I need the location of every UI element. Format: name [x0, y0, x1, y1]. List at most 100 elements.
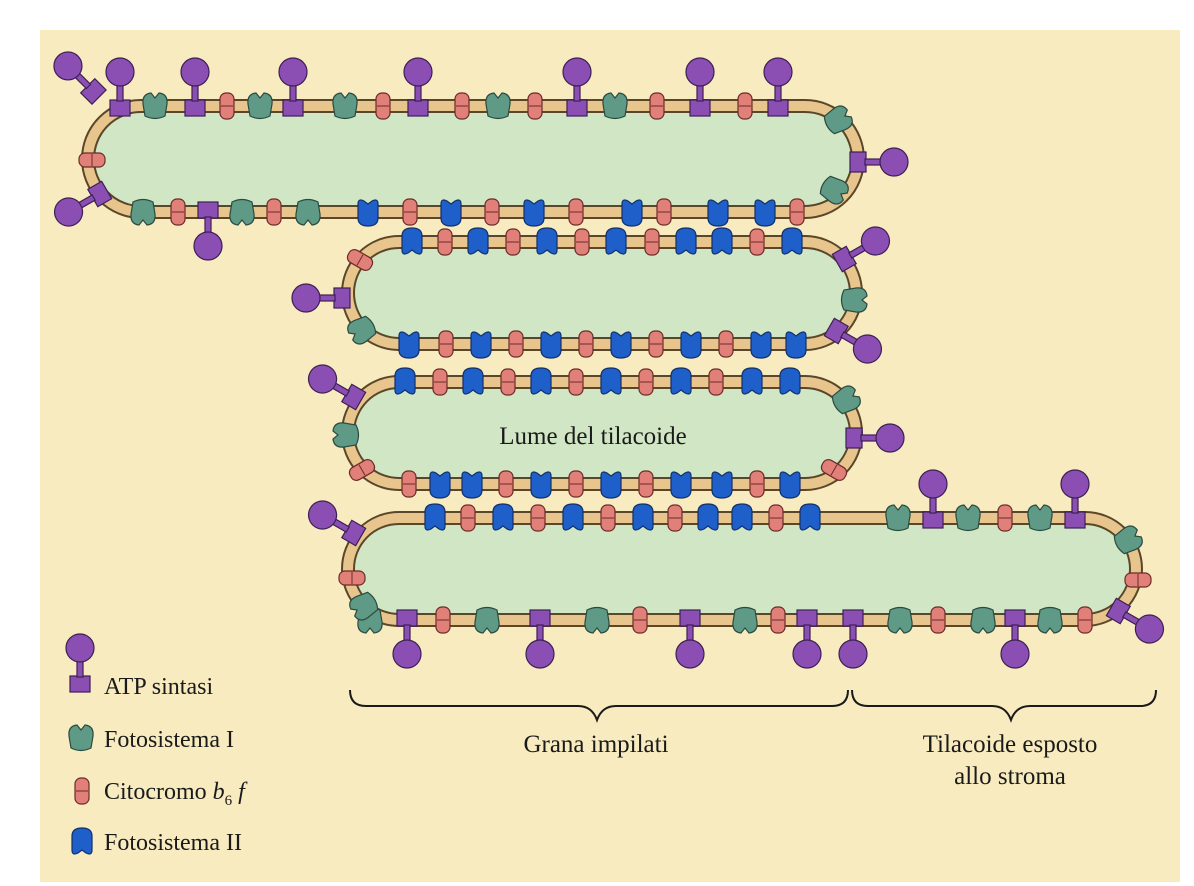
atp-synthase-icon — [526, 610, 554, 668]
photosystem-1-icon — [230, 200, 254, 226]
cytochrome-icon — [657, 199, 671, 225]
photosystem-2-icon — [708, 200, 728, 226]
cytochrome-icon — [402, 471, 416, 497]
photosystem-1-icon — [143, 93, 167, 119]
photosystem-2-icon — [468, 228, 488, 254]
photosystem-2-icon — [633, 504, 653, 530]
atp-synthase-icon — [686, 58, 714, 116]
photosystem-2-icon — [676, 228, 696, 254]
thylakoid-4-membrane — [348, 518, 1136, 620]
photosystem-2-icon — [671, 472, 691, 498]
legend: ATP sintasi Fotosistema I Citocromo b6 f… — [66, 634, 248, 856]
photosystem-1-icon — [486, 93, 510, 119]
atp-synthase-icon — [279, 58, 307, 116]
atp-synthase-icon — [303, 360, 367, 413]
photosystem-2-icon — [430, 472, 450, 498]
photosystem-2-icon — [800, 504, 820, 530]
photosystem-2-icon — [698, 504, 718, 530]
atp-synthase-icon — [846, 424, 904, 452]
atp-synthase-icon — [194, 202, 222, 260]
cytochrome-icon — [579, 331, 593, 357]
cytochrome-icon — [575, 229, 589, 255]
photosystem-1-icon — [585, 608, 609, 634]
legend-cytochrome-icon — [75, 778, 89, 804]
legend-ps2-label: Fotosistema II — [104, 830, 242, 856]
cytochrome-icon — [750, 471, 764, 497]
thylakoid-1-membrane — [88, 106, 858, 212]
photosystem-2-icon — [425, 504, 445, 530]
cytochrome-icon — [639, 369, 653, 395]
photosystem-2-icon — [712, 228, 732, 254]
cytochrome-icon — [998, 505, 1012, 531]
cytochrome-icon — [433, 369, 447, 395]
cytochrome-icon — [531, 505, 545, 531]
photosystem-2-icon — [606, 228, 626, 254]
cytochrome-icon — [499, 471, 513, 497]
cytochrome-icon — [171, 199, 185, 225]
atp-synthase-icon — [563, 58, 591, 116]
photosystem-2-icon — [622, 200, 642, 226]
photosystem-1-icon — [248, 93, 272, 119]
photosystem-2-icon — [782, 228, 802, 254]
stroma-label-line1: Tilacoide esposto — [923, 731, 1098, 758]
cytochrome-icon — [403, 199, 417, 225]
lumen-label: Lume del tilacoide — [499, 423, 686, 450]
photosystem-1-icon — [956, 505, 980, 531]
cytochrome-icon — [645, 229, 659, 255]
photosystem-2-icon — [712, 472, 732, 498]
cytochrome-icon — [790, 199, 804, 225]
photosystem-2-icon — [541, 332, 561, 358]
photosystem-2-icon — [471, 332, 491, 358]
photosystem-1-icon — [296, 200, 320, 226]
cytochrome-icon — [769, 505, 783, 531]
atp-synthase-icon — [1001, 610, 1029, 668]
cytochrome-icon — [79, 153, 105, 167]
photosystem-1-icon — [733, 608, 757, 634]
photosystem-2-icon — [742, 368, 762, 394]
photosystem-2-icon — [732, 504, 752, 530]
cytochrome-icon — [1125, 573, 1151, 587]
photosystem-1-icon — [333, 93, 357, 119]
photosystem-2-icon — [681, 332, 701, 358]
cytochrome-icon — [709, 369, 723, 395]
cytochrome-icon — [376, 93, 390, 119]
cytochrome-icon — [639, 471, 653, 497]
photosystem-1-icon — [333, 423, 359, 447]
cytochrome-icon — [438, 229, 452, 255]
legend-cyt-f: f — [232, 779, 248, 805]
atp-synthase-icon — [181, 58, 209, 116]
photosystem-2-icon — [441, 200, 461, 226]
photosystem-2-icon — [611, 332, 631, 358]
photosystem-1-icon — [971, 608, 995, 634]
atp-synthase-icon — [1061, 470, 1089, 528]
atp-synthase-icon — [292, 284, 350, 312]
cytochrome-icon — [455, 93, 469, 119]
photosystem-2-icon — [601, 472, 621, 498]
cytochrome-icon — [501, 369, 515, 395]
photosystem-2-icon — [358, 200, 378, 226]
photosystem-2-icon — [399, 332, 419, 358]
cytochrome-icon — [569, 471, 583, 497]
legend-ps1-label: Fotosistema I — [104, 727, 234, 753]
legend-cyt-b: b — [213, 779, 225, 805]
cytochrome-icon — [506, 229, 520, 255]
photosystem-2-icon — [524, 200, 544, 226]
cytochrome-icon — [436, 607, 450, 633]
atp-synthase-icon — [919, 470, 947, 528]
photosystem-2-icon — [780, 472, 800, 498]
cytochrome-icon — [439, 331, 453, 357]
membranes — [88, 106, 1136, 620]
cytochrome-icon — [633, 607, 647, 633]
photosystem-2-icon — [537, 228, 557, 254]
atp-synthase-icon — [793, 610, 821, 668]
cytochrome-icon — [339, 571, 365, 585]
cytochrome-icon — [649, 331, 663, 357]
photosystem-2-icon — [751, 332, 771, 358]
legend-atp-synthase-icon — [66, 634, 94, 692]
photosystem-1-icon — [888, 608, 912, 634]
cytochrome-icon — [509, 331, 523, 357]
grana-bracket — [350, 690, 848, 720]
cytochrome-icon — [267, 199, 281, 225]
